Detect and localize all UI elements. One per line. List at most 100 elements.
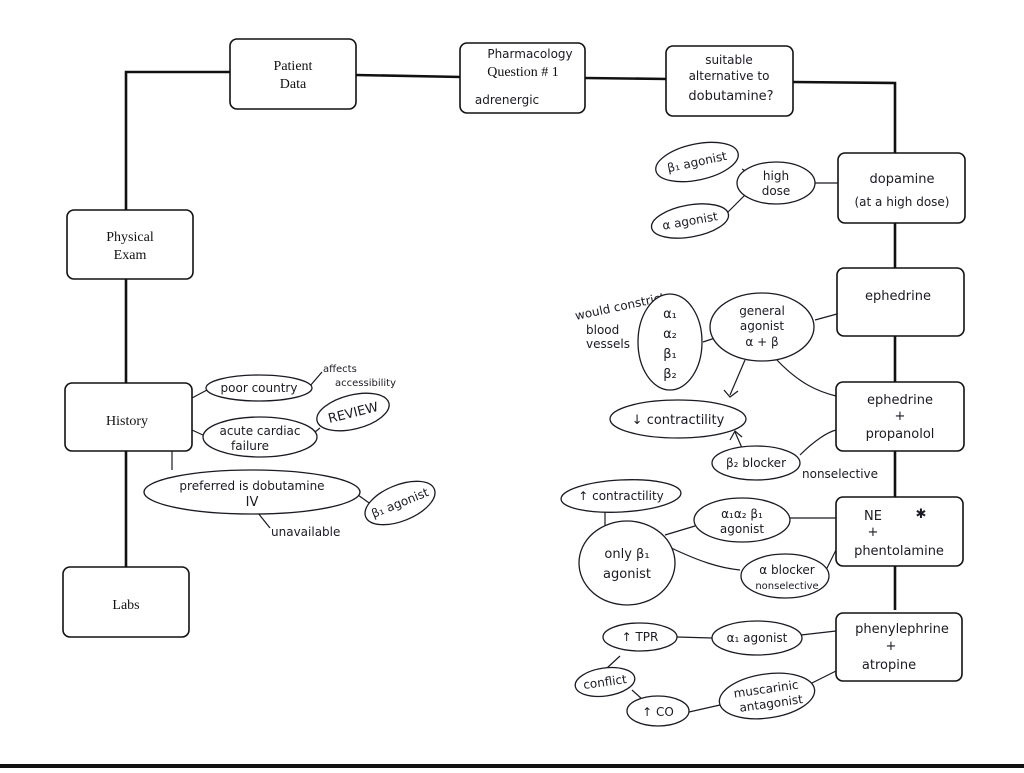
only-b1-oval [578, 520, 676, 606]
review-oval [316, 392, 390, 432]
ephedrine-propanolol-line-1: ephedrine [867, 393, 933, 408]
general-agonist-line-1: general [739, 304, 785, 318]
a1a2b1-line-1: α₁α₂ β₁ [721, 507, 763, 521]
ephedrine-propanolol-box[interactable]: ephedrine + propanolol [835, 381, 965, 452]
a1-agonist-label: α₁ agonist [727, 631, 788, 645]
a-blocker-oval [740, 553, 830, 599]
phenylephrine-atropine-box[interactable]: phenylephrine + atropine [835, 612, 963, 682]
general-contractility-arrow [729, 359, 746, 396]
dopamine-line-1: dopamine [870, 172, 935, 187]
receptor-a1: α₁ [663, 307, 677, 322]
left-connector-line [124, 70, 232, 605]
inc-co-label: ↑ CO [642, 705, 674, 719]
only-b1-line-2: agonist [603, 567, 651, 582]
tpr-a1-link [676, 636, 713, 639]
poor-country-oval [205, 374, 313, 402]
acute-cardiac-line-2: failure [231, 439, 269, 453]
would-constrict-line-2: blood [586, 323, 619, 337]
b1-agonist-oval [364, 480, 436, 526]
preferred-oval [143, 469, 361, 515]
patient-data-box[interactable]: Patient Data [229, 38, 357, 110]
acute-review-link [314, 427, 321, 433]
conflict-tpr-link [606, 655, 621, 669]
inc-co-oval [626, 695, 690, 727]
dopamine-b1-oval [655, 141, 739, 183]
physical-exam-box[interactable]: Physical Exam [66, 209, 194, 280]
b2-eph-prop-link [799, 429, 837, 456]
b2-blocker-label: β₂ blocker [726, 456, 786, 470]
ephedrine-propanolol-line-3: propanolol [866, 427, 935, 442]
co-muscarinic-link [688, 704, 721, 713]
affects-line-2: accessibility [335, 378, 396, 389]
b2-contractility-arrow [734, 431, 743, 449]
question-box[interactable]: Pharmacology Question # 1 adrenergic [459, 42, 586, 114]
conflict-label: conflict [582, 672, 628, 692]
dopamine-box[interactable]: dopamine (at a high dose) [837, 152, 966, 224]
dec-contractility-oval [609, 399, 747, 439]
poor-affects-link [309, 371, 323, 387]
inc-contractility-label: ↑ contractility [578, 489, 664, 503]
suitable-alternative-box[interactable]: suitable alternative to dobutamine? [665, 45, 794, 117]
question-suitable-line [584, 76, 669, 81]
ne-annotations: ↑ contractility only β₁ agonist α₁α₂ β₁ … [560, 479, 837, 606]
would-constrict-line-3: vessels [586, 337, 630, 351]
high-dose-line-1: high [763, 169, 789, 183]
dec-contractility-label: ↓ contractility [632, 413, 725, 428]
ephedrine-box[interactable]: ephedrine [836, 267, 965, 337]
history-poor-link [191, 389, 208, 399]
inc-tpr-oval [602, 622, 678, 652]
history-label: History [106, 414, 148, 429]
question-top-label: Pharmacology [487, 47, 572, 61]
general-agonist-oval [709, 292, 815, 362]
muscarinic-atropine-link [809, 670, 837, 685]
acute-cardiac-oval [202, 416, 318, 458]
a1-phenylephrine-link [800, 630, 837, 636]
patient-question-line [355, 73, 463, 79]
preferred-line-1: preferred is dobutamine [179, 479, 324, 493]
suitable-line-2: alternative to [689, 69, 770, 83]
inc-contractility-oval [560, 479, 682, 513]
ephedrine-label: ephedrine [865, 289, 931, 304]
dopamine-line-2: (at a high dose) [855, 195, 950, 209]
unavailable-label: unavailable [271, 525, 340, 539]
suitable-line-1: suitable [705, 53, 753, 67]
conflict-oval [574, 666, 636, 698]
ne-phentolamine-line-1: NE [864, 509, 882, 524]
receptor-b1: β₁ [663, 347, 677, 362]
b2-blocker-oval [711, 445, 801, 481]
bottom-border [0, 764, 1024, 768]
contractility-arrowhead [723, 389, 739, 398]
high-dose-line-2: dose [762, 184, 791, 198]
a-blocker-line-1: α blocker [759, 563, 815, 577]
high-dose-oval [736, 161, 816, 205]
patient-data-line-1: Patient [274, 59, 313, 74]
labs-box[interactable]: Labs [62, 566, 190, 638]
phenylephrine-atropine-line-2: + [886, 639, 897, 654]
muscarinic-oval [718, 672, 816, 720]
phenylephrine-atropine-line-3: atropine [862, 658, 916, 673]
phenylephrine-annotations: ↑ TPR α₁ agonist conflict ↑ CO muscarini… [574, 620, 837, 727]
suitable-line-3: dobutamine? [688, 89, 773, 104]
ephedrine-annotations: would constrict blood vessels α₁ α₂ β₁ β… [574, 290, 878, 481]
labs-label: Labs [112, 598, 139, 613]
general-eph-prop-link [774, 357, 837, 397]
a-blocker-line-2: nonselective [755, 581, 818, 592]
only-b1-blocker-link [664, 544, 741, 571]
poor-country-label: poor country [221, 381, 298, 395]
ne-phentolamine-line-3: phentolamine [854, 544, 944, 559]
a1a2b1-oval [693, 497, 791, 543]
general-ephedrine-link [814, 313, 838, 321]
nonselective-label: nonselective [802, 467, 878, 481]
a1a2b1-line-2: agonist [720, 522, 765, 536]
only-b1-line-1: only β₁ [604, 547, 649, 562]
blocker-ne-link [825, 549, 837, 571]
ne-phentolamine-box[interactable]: NE + phentolamine ✱ [835, 496, 964, 567]
receptors-oval [637, 293, 703, 391]
general-agonist-line-2: agonist [740, 319, 785, 333]
question-title: Question # 1 [487, 65, 559, 80]
inc-tpr-label: ↑ TPR [622, 630, 659, 644]
history-box[interactable]: History [64, 382, 193, 452]
only-b1-a1a2b1-link [664, 525, 696, 536]
acute-cardiac-line-1: acute cardiac [219, 424, 300, 438]
